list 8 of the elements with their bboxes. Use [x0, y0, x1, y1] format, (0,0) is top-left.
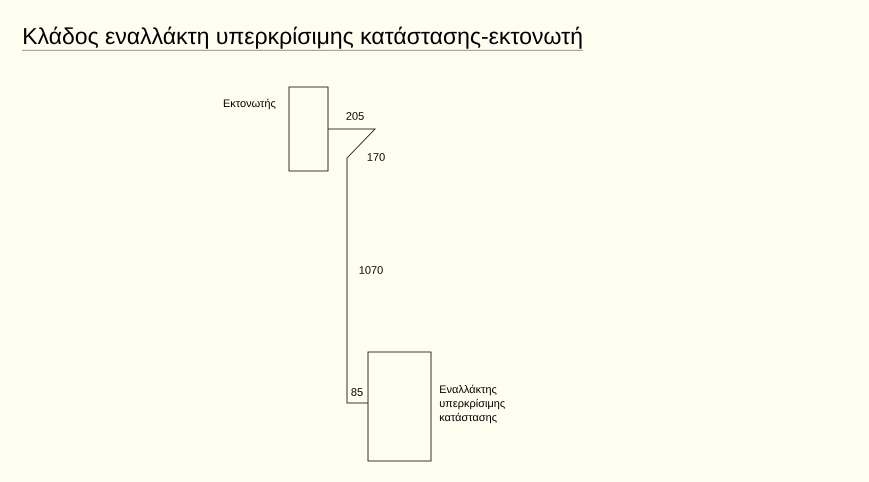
pipe-line	[328, 128, 376, 404]
equipment-label: Εκτονωτής	[224, 98, 276, 110]
dimension-label: 205	[346, 112, 364, 120]
equipment-label: Εναλλάκτης υπερκρίσιμης κατάστασης	[440, 384, 505, 424]
dimension-label: 85	[351, 388, 363, 396]
dimension-label: 1070	[360, 266, 383, 274]
title: Κλάδος εναλλάκτη υπερκρίσιμης κατάστασης-εκτονωτή	[22, 26, 584, 50]
dimension-label: 170	[368, 153, 385, 161]
